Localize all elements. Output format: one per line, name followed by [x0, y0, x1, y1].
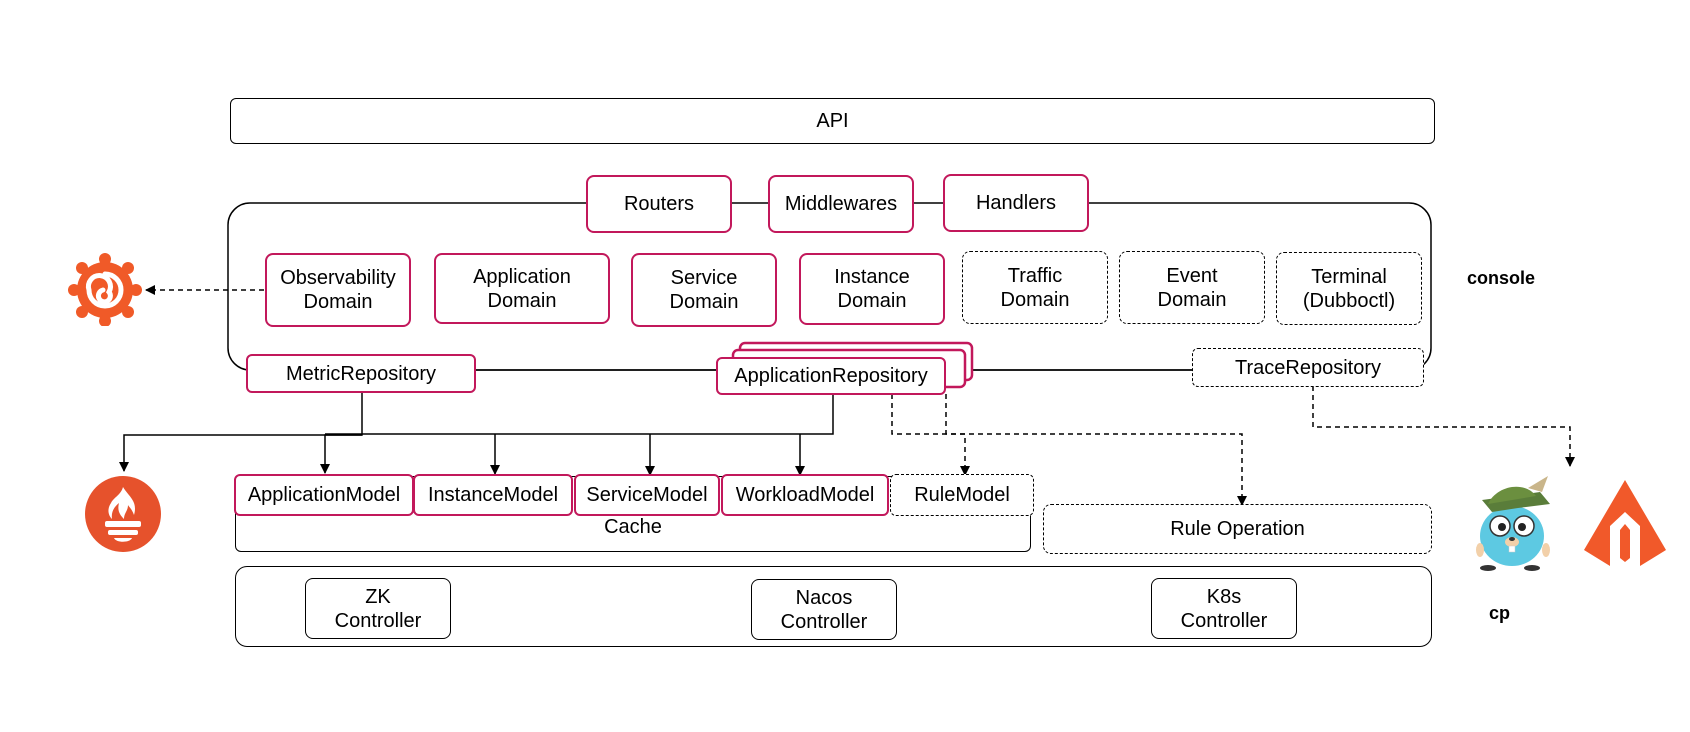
cache-label: Cache [604, 516, 662, 538]
metric-to-appmodel-arrow [320, 434, 362, 474]
cp-label: cp [1489, 603, 1511, 623]
terminal-domain-box[interactable]: Terminal (Dubboctl) [1276, 252, 1422, 325]
app-repo-to-rule-operation-arrow [891, 394, 1247, 506]
observability-domain-box[interactable]: Observability Domain [265, 253, 411, 327]
trace-repository-box[interactable]: TraceRepository [1192, 348, 1424, 387]
middlewares-box[interactable]: Middlewares [768, 175, 914, 233]
grafana-logo-icon [68, 253, 142, 326]
instance-model-box[interactable]: InstanceModel [413, 474, 573, 516]
application-repository-box[interactable]: ApplicationRepository [716, 357, 946, 395]
application-domain-box[interactable]: Application Domain [434, 253, 610, 324]
handlers-box[interactable]: Handlers [943, 174, 1089, 232]
workload-model-box[interactable]: WorkloadModel [721, 474, 889, 516]
service-model-box[interactable]: ServiceModel [574, 474, 720, 516]
rule-operation-box[interactable]: Rule Operation [1043, 504, 1432, 554]
rule-model-box[interactable]: RuleModel [890, 474, 1034, 516]
prometheus-logo-icon [85, 476, 161, 552]
console-label: console [1467, 268, 1536, 288]
zk-controller-box[interactable]: ZK Controller [305, 578, 451, 639]
trace-to-cp-arrow [1312, 386, 1575, 467]
instance-domain-box[interactable]: Instance Domain [799, 253, 945, 325]
app-repo-to-models-line [325, 394, 834, 435]
metric-repository-box[interactable]: MetricRepository [246, 354, 476, 393]
go-gopher-mascot-icon [1476, 476, 1550, 571]
metric-to-prometheus-arrow [119, 392, 363, 472]
api-bar: API [230, 98, 1435, 144]
application-model-box[interactable]: ApplicationModel [234, 474, 414, 516]
k8s-controller-box[interactable]: K8s Controller [1151, 578, 1297, 639]
skywalking-logo-icon [1584, 480, 1666, 566]
routers-box[interactable]: Routers [586, 175, 732, 233]
event-domain-box[interactable]: Event Domain [1119, 251, 1265, 324]
service-domain-box[interactable]: Service Domain [631, 253, 777, 327]
nacos-controller-box[interactable]: Nacos Controller [751, 579, 897, 640]
traffic-domain-box[interactable]: Traffic Domain [962, 251, 1108, 324]
